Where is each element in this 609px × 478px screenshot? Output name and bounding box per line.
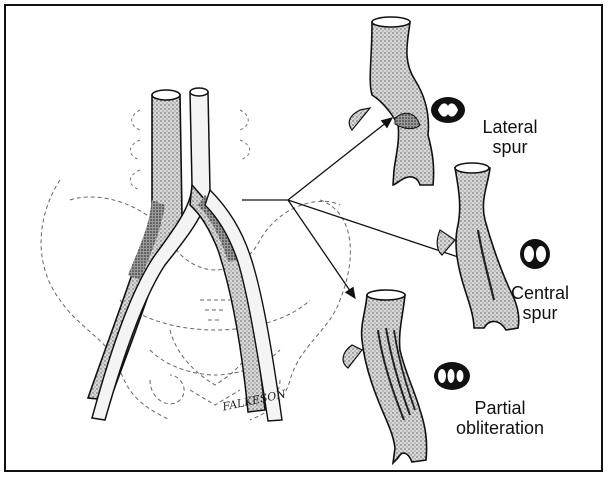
lateral-spur-cross-section xyxy=(431,97,465,123)
label-central-spur: Central spur xyxy=(500,283,580,323)
partial-obliteration-cross-section xyxy=(434,362,470,390)
lateral-spur-vessel xyxy=(349,17,433,185)
label-partial-obliteration: Partial obliteration xyxy=(440,398,560,438)
label-lateral-spur: Lateral spur xyxy=(470,117,550,157)
partial-obliteration-vessel xyxy=(343,290,427,463)
arrows xyxy=(242,118,482,298)
central-spur-cross-section xyxy=(520,239,550,269)
